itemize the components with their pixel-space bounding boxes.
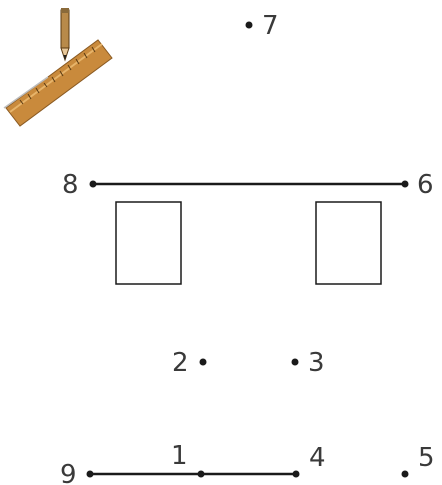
label-5: 5 [418,443,435,473]
label-6: 6 [417,170,434,200]
dot-1[interactable] [197,470,205,478]
dot-4[interactable] [292,470,300,478]
dot-6[interactable] [401,180,409,188]
dot-3[interactable] [291,358,299,366]
label-9: 9 [60,460,77,485]
window-left [115,201,182,285]
labels: 7 8 6 2 3 9 1 4 5 [60,11,435,485]
label-3: 3 [308,348,325,378]
dots [86,21,409,478]
label-4: 4 [309,443,326,473]
label-2: 2 [172,348,189,378]
label-1: 1 [171,441,188,471]
label-8: 8 [62,170,79,200]
dot-5[interactable] [401,470,409,478]
dot-2[interactable] [199,358,207,366]
window-right [315,201,382,285]
dot-8[interactable] [89,180,97,188]
pencil-ruler-illustration [3,8,113,127]
label-7: 7 [262,11,279,41]
pencil-icon [60,8,70,62]
dot-9[interactable] [86,470,94,478]
dot-7[interactable] [245,21,253,29]
ruler-icon [3,39,113,127]
